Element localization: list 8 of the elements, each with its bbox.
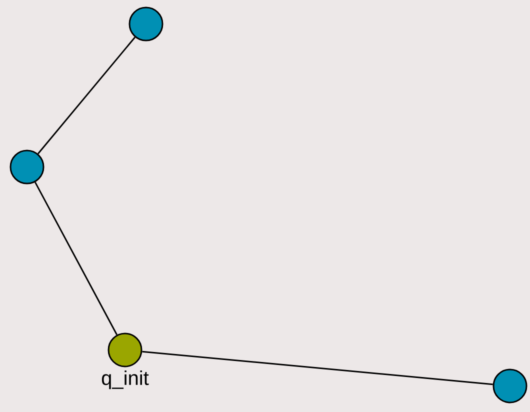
connector-line — [142, 350, 493, 386]
circle-node — [492, 368, 528, 404]
node-label: q_init — [102, 370, 149, 390]
circle-node — [108, 332, 142, 368]
connector-line — [37, 36, 136, 154]
circle-node — [10, 150, 44, 184]
connector-line — [34, 182, 118, 336]
circle-node — [128, 6, 164, 42]
